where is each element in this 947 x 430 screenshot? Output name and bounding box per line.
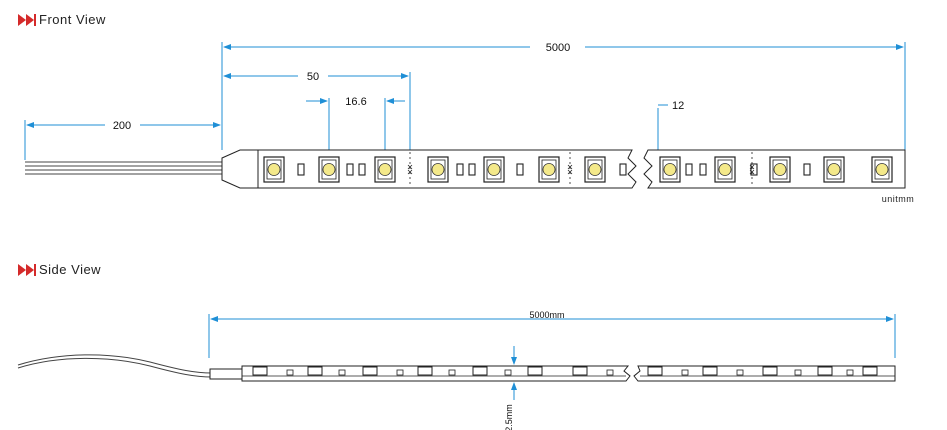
side-view-header: Side View [18,262,101,277]
side-sleeve [209,368,243,380]
resistor [699,163,707,176]
side-led [572,366,588,376]
front-view-header: Front View [18,12,106,27]
side-resistor [504,369,512,376]
led-chip [871,156,893,183]
resistor [468,163,476,176]
side-view-title: Side View [39,262,102,277]
led-chip [318,156,340,183]
led-chip [659,156,681,183]
side-led [252,366,268,376]
front-led-group [263,156,893,183]
led-chip [769,156,791,183]
dim-led-pitch [223,72,411,158]
side-component-group [252,366,878,376]
side-led [862,366,878,376]
side-resistor [338,369,346,376]
cut-mark [749,152,755,186]
resistor [456,163,464,176]
side-resistor [606,369,614,376]
side-led [527,366,543,376]
resistor [619,163,627,176]
resistor [346,163,354,176]
double-play-icon [18,13,36,26]
side-led [362,366,378,376]
side-resistor [396,369,404,376]
resistor [803,163,811,176]
resistor [750,163,758,176]
wire-sleeve [221,149,263,189]
resistor [297,163,305,176]
dim-lead-length [24,120,221,160]
led-chip [714,156,736,183]
dim-side-total-length-label: 5000mm [529,310,564,320]
side-led [817,366,833,376]
side-led [702,366,718,376]
front-view: 5000 50 16.6 200 12 [24,42,915,204]
cut-mark [407,152,413,186]
side-led [417,366,433,376]
front-view-title: Front View [39,12,106,27]
lead-wires [25,161,226,175]
resistor [516,163,524,176]
led-chip [584,156,606,183]
side-view: 5000mm 2.5mm [17,310,896,430]
dim-total-length-label: 5000 [546,42,570,54]
side-led [647,366,663,376]
dim-width-label: 12 [672,100,684,112]
led-chip [427,156,449,183]
dim-cut-pitch-label: 16.6 [345,96,366,108]
side-led [762,366,778,376]
led-chip [823,156,845,183]
resistor [358,163,366,176]
dim-thickness-label: 2.5mm [504,404,514,430]
side-led [307,366,323,376]
dim-total-length [221,42,906,150]
dim-cut-pitch [306,98,405,158]
led-chip [538,156,560,183]
front-cut-mark-group [407,152,755,186]
side-resistor [794,369,802,376]
side-resistor [846,369,854,376]
side-strip-left [241,365,631,382]
led-chip [483,156,505,183]
dim-lead-length-label: 200 [113,120,131,132]
unit-label: unitmm [882,194,915,204]
side-led [472,366,488,376]
front-resistor-group [297,163,811,176]
side-resistor [681,369,689,376]
led-chip [263,156,285,183]
double-play-icon [18,263,36,276]
side-lead-wire-2 [17,357,213,378]
side-lead-wire [17,354,213,374]
resistor [685,163,693,176]
side-resistor [448,369,456,376]
dim-led-pitch-label: 50 [307,71,319,83]
cut-mark [567,152,573,186]
side-resistor [736,369,744,376]
dim-side-total-length [208,314,896,358]
side-resistor [286,369,294,376]
led-chip [374,156,396,183]
